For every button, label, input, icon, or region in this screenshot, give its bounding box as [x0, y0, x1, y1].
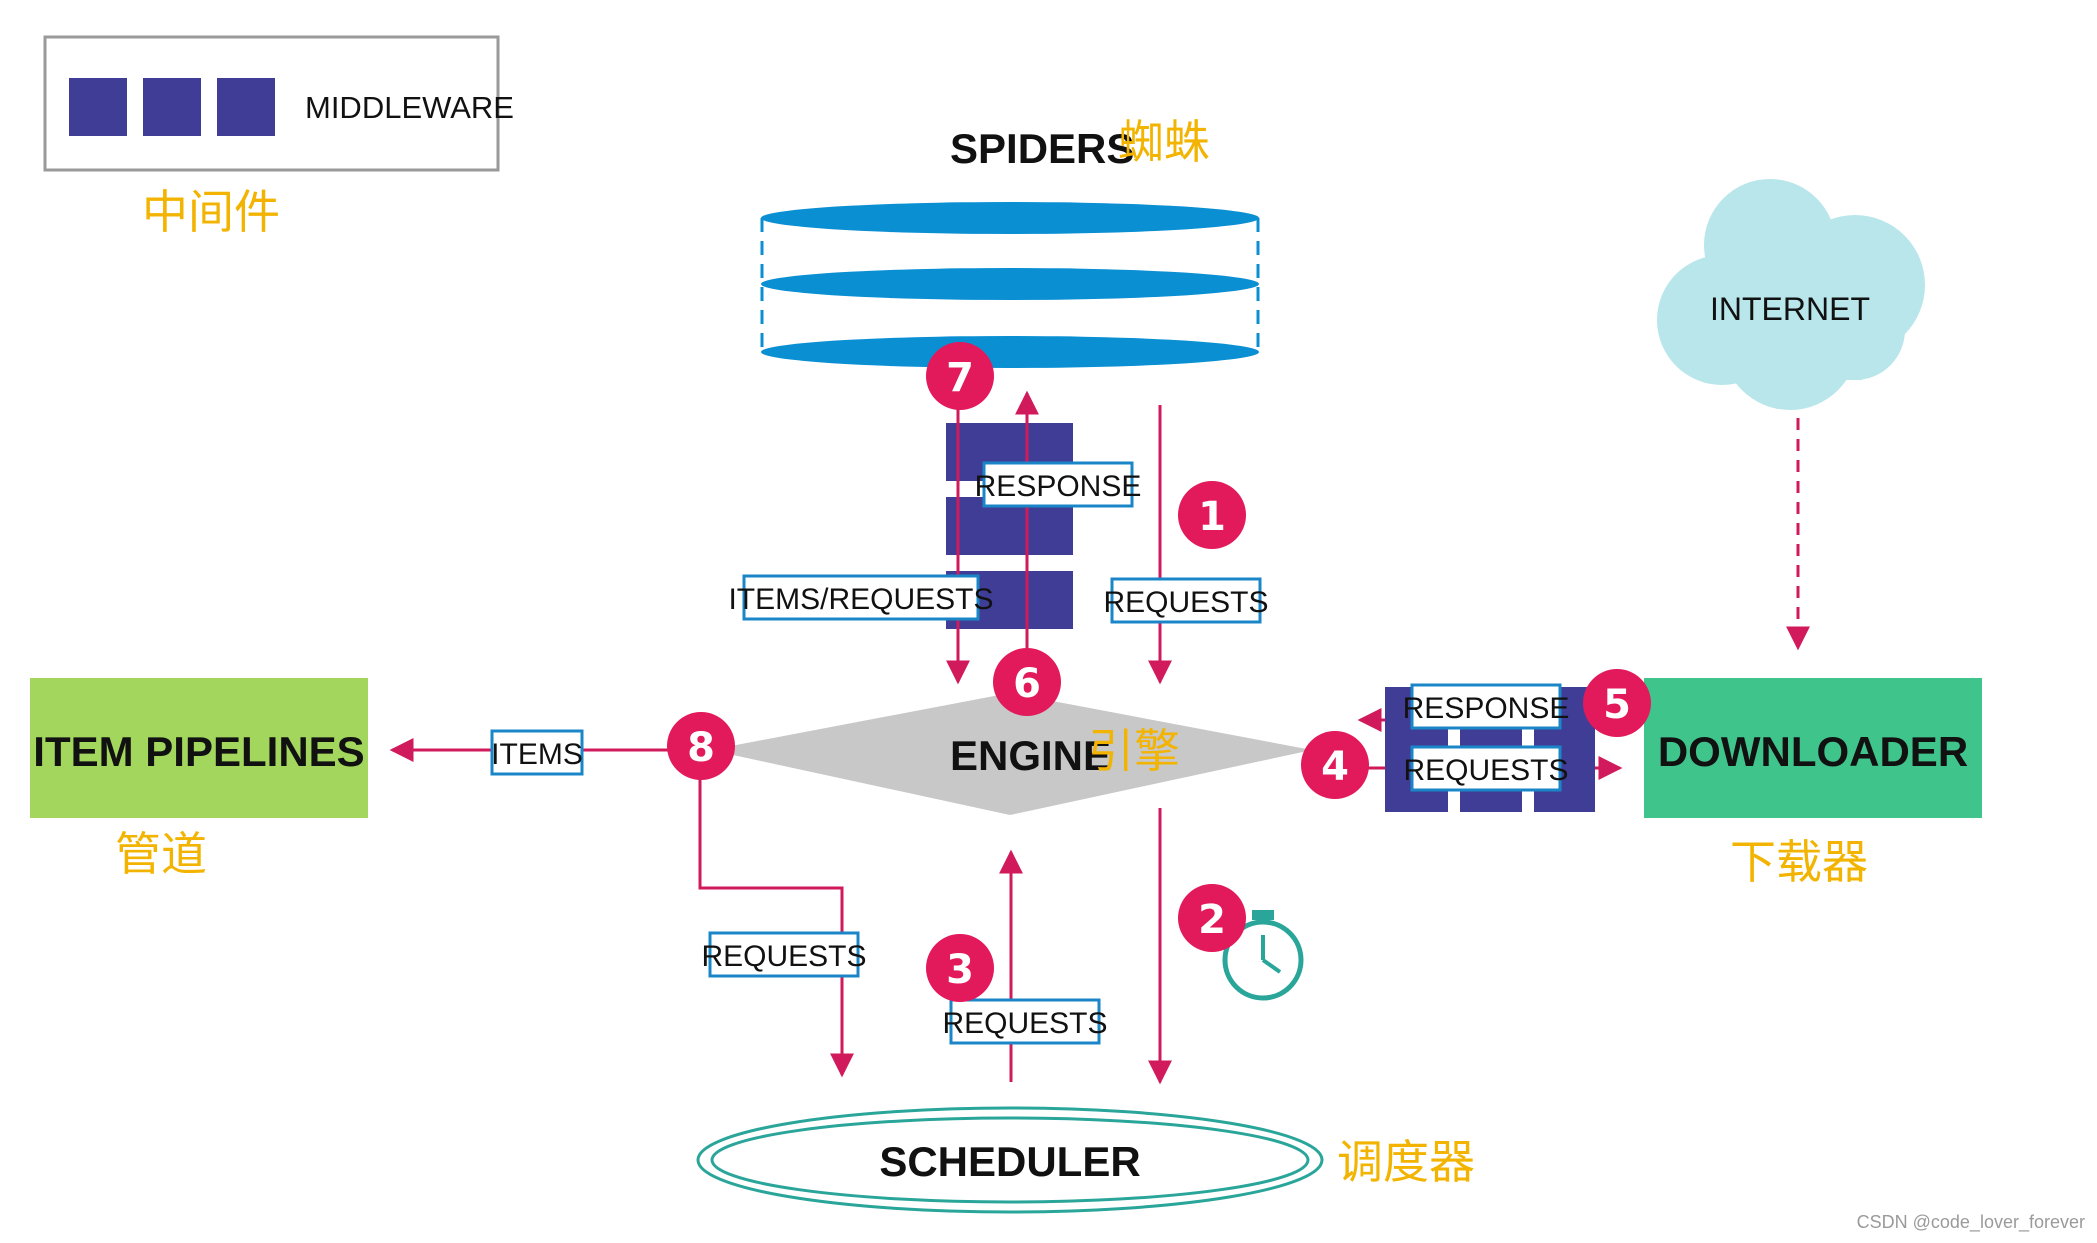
step-badge-7: 7 [926, 342, 994, 410]
svg-text:ITEMS/REQUESTS: ITEMS/REQUESTS [728, 583, 993, 616]
label-requests-4: REQUESTS [1403, 745, 1569, 792]
svg-text:7: 7 [946, 355, 974, 401]
engine-zh: 引擎 [1088, 724, 1180, 778]
middleware-icon [217, 78, 275, 136]
svg-text:REQUESTS: REQUESTS [942, 1007, 1107, 1040]
svg-text:4: 4 [1321, 744, 1349, 790]
middleware-legend: MIDDLEWARE [43, 35, 514, 172]
step-badge-4: 4 [1301, 731, 1369, 799]
middleware-legend-zh: 中间件 [142, 185, 280, 239]
spider-disc [761, 202, 1259, 234]
step-badge-6: 6 [993, 648, 1061, 716]
scheduler-title: SCHEDULER [879, 1138, 1140, 1185]
label-requests-8: REQUESTS [701, 931, 867, 978]
item-pipelines-box [30, 678, 368, 818]
downloader-box [1644, 678, 1982, 818]
svg-text:RESPONSE: RESPONSE [1403, 692, 1570, 725]
spider-disc [761, 268, 1259, 300]
svg-text:RESPONSE: RESPONSE [975, 470, 1142, 503]
svg-text:3: 3 [946, 947, 974, 993]
label-requests-1: REQUESTS [1103, 577, 1269, 624]
middleware-legend-label: MIDDLEWARE [305, 90, 514, 125]
label-requests-3: REQUESTS [942, 998, 1108, 1045]
svg-text:2: 2 [1198, 897, 1226, 943]
step-badge-5: 5 [1583, 669, 1651, 737]
svg-text:6: 6 [1013, 661, 1041, 707]
internet-cloud: INTERNET [1657, 179, 1925, 410]
watermark: CSDN @code_lover_forever [1856, 1212, 2085, 1232]
label-response-7: RESPONSE [975, 461, 1142, 508]
timer-icon [1222, 910, 1304, 1001]
internet-label: INTERNET [1710, 291, 1870, 327]
step-badge-2: 2 [1178, 884, 1246, 952]
engine-title: ENGINE [950, 732, 1111, 779]
arrow-requests-8 [698, 750, 854, 1078]
svg-text:5: 5 [1603, 682, 1631, 728]
downloader-title: DOWNLOADER [1658, 728, 1968, 775]
spider-disc [761, 336, 1259, 368]
svg-text:REQUESTS: REQUESTS [701, 940, 866, 973]
spiders-title: SPIDERS [950, 125, 1134, 172]
scheduler-zh: 调度器 [1337, 1135, 1475, 1189]
label-items-requests-6: ITEMS/REQUESTS [728, 574, 994, 621]
svg-text:REQUESTS: REQUESTS [1103, 586, 1268, 619]
svg-text:REQUESTS: REQUESTS [1403, 754, 1568, 787]
middleware-icon [143, 78, 201, 136]
label-items: ITEMS [490, 729, 584, 776]
item-pipelines-title: ITEM PIPELINES [33, 728, 364, 775]
engine-diamond [710, 693, 1312, 815]
step-badge-1: 1 [1178, 481, 1246, 549]
label-response-5: RESPONSE [1403, 683, 1570, 730]
svg-text:ITEMS: ITEMS [491, 738, 583, 771]
item-pipelines-zh: 管道 [115, 827, 207, 881]
spiders-zh: 蜘蛛 [1118, 115, 1210, 169]
middleware-icon [69, 78, 127, 136]
spiders-stack [760, 202, 1260, 368]
step-badge-3: 3 [926, 934, 994, 1002]
downloader-zh: 下载器 [1730, 835, 1868, 889]
svg-text:8: 8 [687, 725, 715, 771]
scheduler-ring [696, 1106, 1324, 1214]
svg-text:1: 1 [1198, 494, 1226, 540]
step-badge-8: 8 [667, 712, 735, 780]
